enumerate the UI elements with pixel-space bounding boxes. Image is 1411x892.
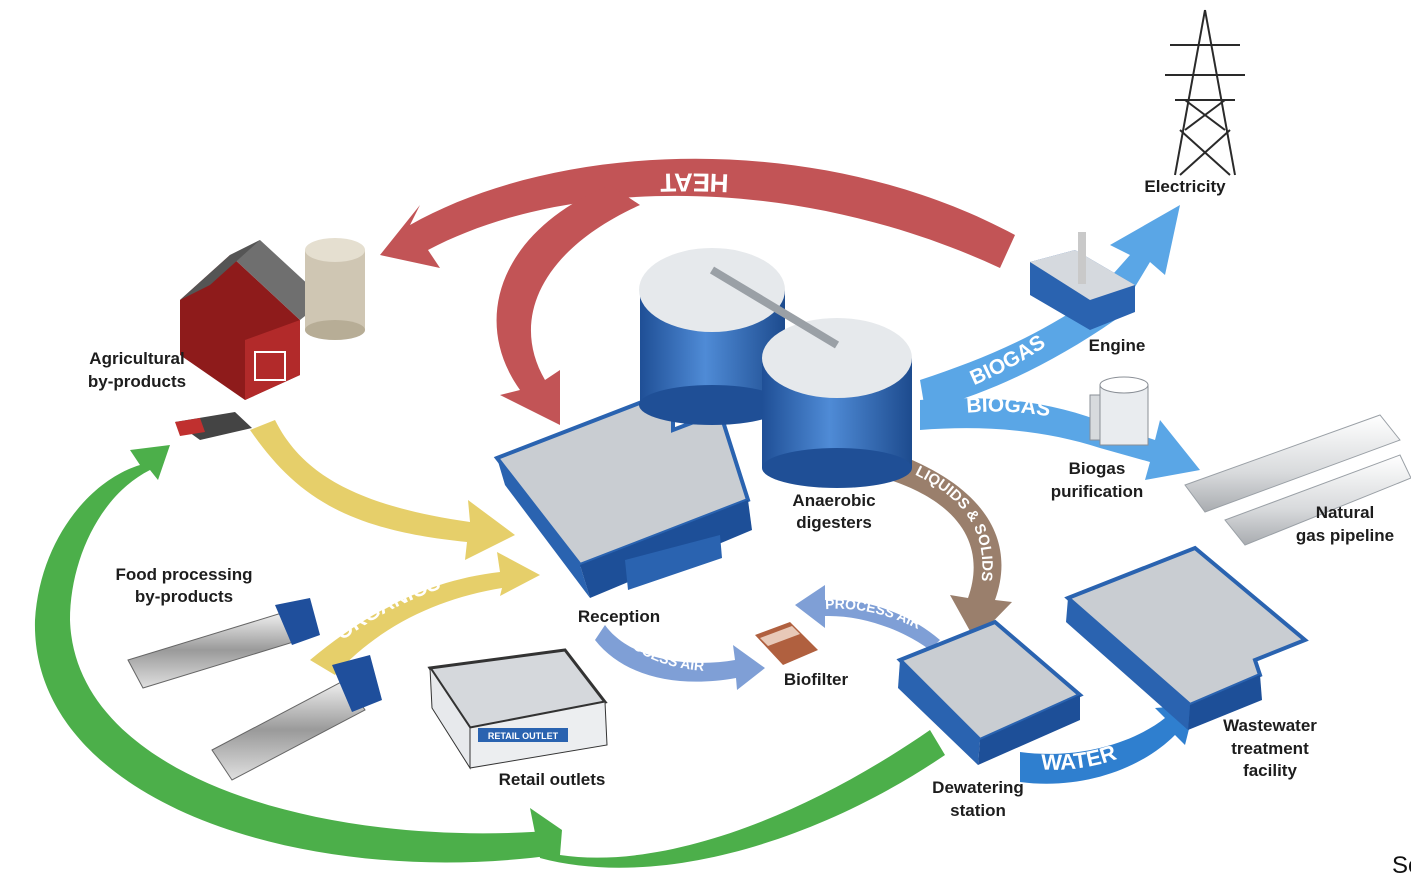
wastewater-facility-building <box>1064 545 1309 730</box>
wastewater-label-line2: treatment <box>1231 739 1309 758</box>
biogas-purification-unit <box>1089 376 1149 446</box>
corner-text: Sc <box>1392 852 1411 879</box>
heat-label: HEAT <box>660 167 729 198</box>
biofilter-label: Biofilter <box>784 670 849 689</box>
transmission-tower-icon <box>1165 9 1245 176</box>
natural-gas-pipeline <box>1184 414 1411 546</box>
biogas-purification-label-line1: Biogas <box>1069 459 1126 478</box>
tanker-truck-1-icon <box>127 598 320 689</box>
organic-fertilizer-arrow <box>34 445 945 868</box>
biogas-purification-label-line2: purification <box>1051 482 1144 501</box>
dewatering-station-building <box>896 619 1084 765</box>
dewatering-label-line1: Dewatering <box>932 778 1024 797</box>
anaerobic-digesters <box>639 248 912 488</box>
retail-outlets-label: Retail outlets <box>499 770 606 789</box>
biogas-engine-arrow <box>920 205 1180 410</box>
electricity-label: Electricity <box>1144 177 1226 196</box>
anaerobic-digesters-label-line2: digesters <box>796 513 872 532</box>
organics-food-arrow <box>310 552 540 675</box>
process-air-left-arrow <box>595 625 765 690</box>
svg-text:HEAT: HEAT <box>660 167 729 198</box>
food-processing-label-line1: Food processing <box>116 565 253 584</box>
natural-gas-label-line2: gas pipeline <box>1296 526 1394 545</box>
engine-label: Engine <box>1089 336 1146 355</box>
retail-outlet-building <box>427 648 608 770</box>
biofilter-unit <box>755 622 818 665</box>
pickup-truck-icon <box>175 412 252 440</box>
natural-gas-label-line1: Natural <box>1316 503 1375 522</box>
wastewater-label-line1: Wastewater <box>1223 716 1317 735</box>
tanker-truck-2-icon <box>211 655 382 781</box>
retail-sign-text: RETAIL OUTLET <box>488 731 559 741</box>
food-processing-label-line2: by-products <box>135 587 233 606</box>
agricultural-label-line1: Agricultural <box>89 349 184 368</box>
silo-illustration <box>305 238 365 340</box>
biogas-purification-arrow <box>920 398 1200 480</box>
water-arrow <box>1020 705 1195 784</box>
anaerobic-digesters-label-line1: Anaerobic <box>792 491 875 510</box>
heat-arrow <box>380 158 1015 425</box>
agricultural-label-line2: by-products <box>88 372 186 391</box>
engine-illustration <box>1030 232 1135 330</box>
barn-illustration <box>180 240 325 400</box>
process-air-right-arrow <box>795 585 940 650</box>
dewatering-label-line2: station <box>950 801 1006 820</box>
organics-agri-arrow <box>250 420 515 560</box>
reception-building <box>493 387 752 598</box>
wastewater-label-line3: facility <box>1243 761 1297 780</box>
liquids-solids-arrow <box>890 455 1012 640</box>
reception-label: Reception <box>578 607 660 626</box>
